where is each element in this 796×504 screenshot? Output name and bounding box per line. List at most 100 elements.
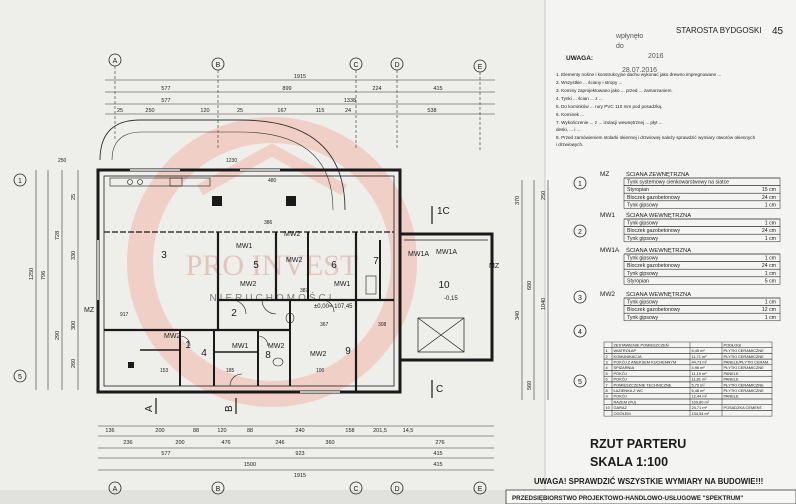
table-cell: PANELE <box>724 377 739 382</box>
wall-title: ŚCIANA ZEWNĘTRZNA <box>626 170 689 178</box>
stamp-line: do <box>616 43 624 50</box>
watermark-subtitle: NIERUCHOMOŚCI <box>209 291 334 304</box>
level-mark: -0,15 <box>444 296 458 302</box>
dimension-value: 415 <box>433 451 442 457</box>
watermark-name: PRO INVEST <box>186 249 359 282</box>
dimension-value: 360 <box>325 440 334 446</box>
room-number: 1 <box>185 340 191 351</box>
bathroom-fixtures <box>272 275 377 367</box>
table-cell: 11,71 m² <box>692 354 708 359</box>
wall-row-box <box>623 312 781 322</box>
top-dimension-lines <box>105 66 495 150</box>
room-number: 9 <box>345 346 351 357</box>
axis-label-right: 3 <box>578 295 582 302</box>
dimension-value: 577 <box>161 86 170 92</box>
dimension-value: 367 <box>320 322 329 328</box>
room-number: 3 <box>161 250 167 261</box>
dimension-value: 300 <box>71 321 77 330</box>
wall-tag: MW1A <box>436 249 457 256</box>
axis-label-top: A <box>113 58 118 65</box>
right-page-background <box>545 0 796 504</box>
dimension-value: 276 <box>435 440 444 446</box>
left-axis-markers <box>13 173 27 383</box>
table-cell: 11,19 m² <box>692 371 708 376</box>
axis-label-top: D <box>394 62 399 69</box>
dimension-value: 158 <box>345 428 354 434</box>
table-cell: 6,45 m² <box>692 348 706 353</box>
sink-icon <box>365 275 377 295</box>
dimension-value: 917 <box>120 312 129 318</box>
notes-heading: UWAGA: <box>566 55 593 62</box>
wall-row-box <box>623 200 781 209</box>
watermark: PRO INVEST NIERUCHOMOŚCI <box>127 117 417 407</box>
dimension-value: 577 <box>161 98 170 104</box>
dimension-value: 560 <box>527 381 533 390</box>
wall-tag: MW1 <box>236 243 252 250</box>
dimension-value: 14,5 <box>403 428 414 434</box>
dimension-value: 200 <box>155 428 164 434</box>
door-swing <box>257 335 269 347</box>
bottom-dimension-lines <box>98 425 494 471</box>
right-axis-labels: 1 2 3 4 5 <box>578 181 582 386</box>
section-label: B <box>224 405 235 412</box>
axis-label-bottom: D <box>394 486 399 493</box>
table-cell: 9 <box>606 394 608 399</box>
table-cell: 12,44 m² <box>692 394 708 399</box>
right-dimension-lines <box>521 180 549 400</box>
room-number: 6 <box>331 260 337 271</box>
toilet-icon <box>285 312 295 324</box>
dimension-value: 480 <box>268 178 277 184</box>
room-number: 8 <box>265 350 271 361</box>
wall-thickness: 1 cm <box>765 202 776 208</box>
dimension-value: 1915 <box>294 74 306 80</box>
watermark-ring <box>127 117 417 407</box>
wall-layer: Styropian <box>627 278 649 284</box>
wall-layer: Tynk gipsowy <box>627 256 659 262</box>
axis-label-bottom: C <box>353 486 358 493</box>
wall-tag: MW2 <box>164 333 180 340</box>
table-row <box>603 410 773 417</box>
axis-label-bottom: B <box>216 486 221 493</box>
wall-layer: Bloczek gazobetonowy <box>627 228 680 234</box>
wall-tag: MZ <box>84 307 95 314</box>
dimension-value: 1915 <box>294 473 306 479</box>
table-cell: POMIESZCZENIE TECHNICZNE <box>614 382 672 387</box>
note-line: i drzwiowych. <box>556 142 583 147</box>
wall-code: MW2 <box>600 291 615 298</box>
wall-tag: MW1A <box>408 251 429 258</box>
wall-layer: Bloczek gazobetonowy <box>627 307 680 313</box>
window-glazing <box>96 168 340 394</box>
wall-thickness: 15 cm <box>762 187 776 193</box>
dimension-value: 250 <box>541 191 547 200</box>
dimension-value: 290 <box>55 331 61 340</box>
wall-title: ŚCIANA WEWNĘTRZNA <box>626 246 691 254</box>
dimension-value: 167 <box>277 108 286 114</box>
left-dimension-values: 1250 796 728 290 25 330 300 260 <box>29 194 77 368</box>
axis-label-bottom: A <box>113 486 118 493</box>
note-line: 7. Wykończenie ... z ... izolacji wewnęt… <box>556 120 663 125</box>
title-block: RZUT PARTERU SKALA 1:100 UWAGA! SPRAWDZI… <box>505 437 796 504</box>
wall-tag: MW1 <box>232 343 248 350</box>
notes-block: UWAGA: 1. Elementy nośne i konstrukcyjne… <box>556 55 756 147</box>
wall-layer: Bloczek gazobetonowy <box>627 195 680 201</box>
wall-code: MW1 <box>600 212 615 219</box>
dimension-value: 246 <box>275 440 284 446</box>
stamp-header: STAROSTA BYDGOSKI <box>676 26 762 35</box>
dimension-value: 250 <box>145 108 154 114</box>
wall-layer: Tynk systemowy cienkowarstwowy na siatce <box>627 180 729 186</box>
table-cell: 44,73 m² <box>692 360 708 365</box>
table-cell: PŁYTKI CERAMICZNE <box>724 365 765 370</box>
dimension-value: 24 <box>345 108 351 114</box>
table-cell: RAZEM (PU) <box>614 399 637 404</box>
dimension-value: 100 <box>316 368 325 374</box>
dimension-value: 25 <box>237 108 243 114</box>
table-cell: PŁYTKI CERAMICZNE <box>724 388 765 393</box>
wall-layer: Styropian <box>627 187 649 193</box>
table-cell: POSADZKA CEMENT. <box>724 405 763 410</box>
wall-thickness: 1 cm <box>765 221 776 227</box>
wall-thickness: 24 cm <box>762 195 776 201</box>
dimension-value: 88 <box>193 428 199 434</box>
wall-title: ŚCIANA WEWNĘTRZNA <box>626 290 691 298</box>
